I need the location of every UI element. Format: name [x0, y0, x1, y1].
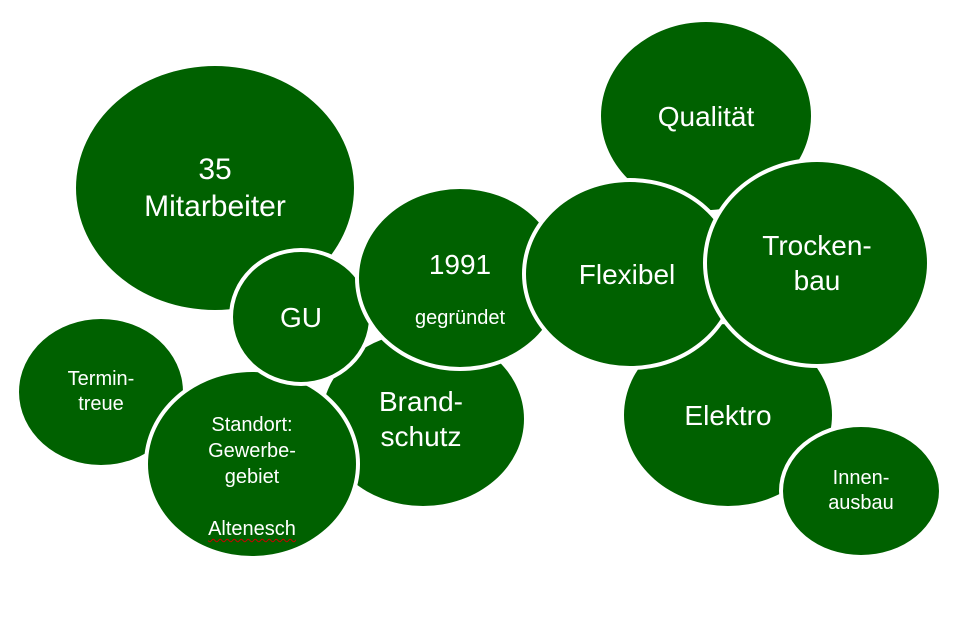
label-elektro: Elektro: [684, 399, 772, 431]
label-flexibel: Flexibel: [578, 258, 676, 290]
label-mitarbeiter: 35 Mitarbeiter: [144, 152, 286, 224]
label-innenausbau: Innen- ausbau: [828, 467, 894, 514]
label-gu: GU: [280, 301, 322, 333]
bubble-trockenbau: Trocken- bau: [703, 158, 931, 368]
bubble-gu: GU: [229, 248, 373, 386]
bubble-standort: Standort: Gewerbe- gebiet Altenesch: [144, 368, 360, 560]
label-termintreue: Termin- treue: [67, 368, 135, 415]
bubble-flexibel: Flexibel: [522, 178, 738, 370]
label-trockenbau: Trocken- bau: [762, 230, 872, 296]
label-gegruendet-word: gegründet: [414, 306, 506, 329]
label-brandschutz: Brand- schutz: [378, 386, 464, 452]
label-qualitaet: Qualität: [657, 100, 755, 132]
label-standort-place: Altenesch: [208, 518, 296, 540]
label-gegruendet-year: 1991: [428, 248, 492, 280]
label-standort: Standort: Gewerbe- gebiet: [208, 414, 296, 488]
bubble-innenausbau: Innen- ausbau: [779, 423, 943, 559]
